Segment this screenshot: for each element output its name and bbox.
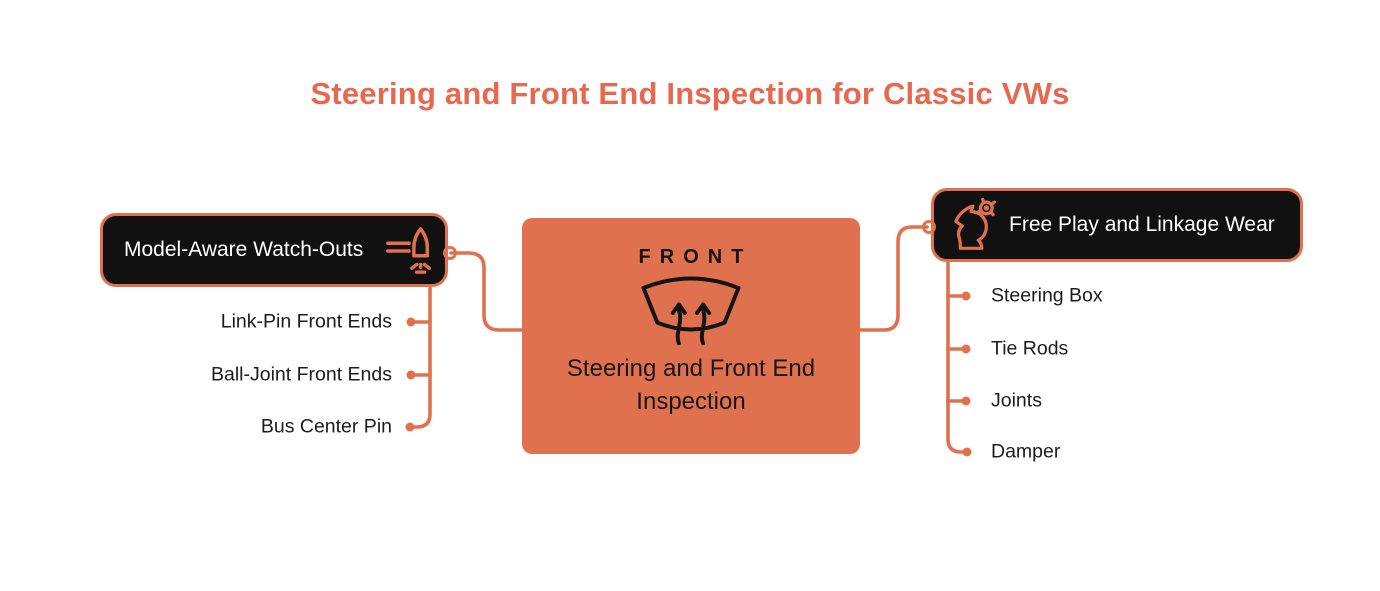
connector-center-to-right	[857, 225, 929, 332]
branch-label: Free Play and Linkage Wear	[1009, 213, 1275, 236]
branch-label: Model-Aware Watch-Outs	[124, 238, 364, 261]
leaf-tie-rods[interactable]: Tie Rods	[991, 337, 1069, 360]
page-title: Steering and Front End Inspection for Cl…	[310, 76, 1070, 111]
right-leaf-dot-4	[962, 447, 972, 457]
right-leaf-dot-3	[961, 396, 971, 406]
left-leaf-dot-1	[406, 317, 416, 327]
leaf-ball-joint-front-ends[interactable]: Ball-Joint Front Ends	[211, 363, 392, 386]
central-node-steering-front-end-inspection[interactable]: FRONT Steering and Front End Inspection	[522, 218, 860, 454]
central-label-line2: Inspection	[636, 387, 746, 415]
branch-node-free-play-and-linkage-wear[interactable]: Free Play and Linkage Wear	[931, 188, 1303, 262]
right-leaf-dot-2	[961, 344, 971, 354]
windshield-defrost-icon	[633, 269, 749, 345]
chess-knight-gear-icon	[946, 196, 998, 254]
branch-node-model-aware-watch-outs[interactable]: Model-Aware Watch-Outs	[100, 213, 448, 287]
left-leaf-dot-3	[405, 422, 415, 432]
rocket-icon	[383, 224, 437, 276]
central-node-label: Steering and Front End Inspection	[567, 353, 815, 418]
left-subtree-spine	[411, 286, 432, 429]
leaf-link-pin-front-ends[interactable]: Link-Pin Front Ends	[220, 310, 392, 333]
right-subtree-spine	[946, 261, 966, 454]
leaf-bus-center-pin[interactable]: Bus Center Pin	[260, 415, 392, 438]
left-leaf-dot-2	[406, 370, 416, 380]
central-label-line1: Steering and Front End	[566, 355, 816, 382]
right-leaf-dot-1	[961, 291, 971, 301]
front-eyebrow-label: FRONT	[638, 246, 753, 268]
leaf-damper[interactable]: Damper	[991, 440, 1061, 463]
connector-left-to-center	[449, 251, 525, 332]
leaf-joints[interactable]: Joints	[991, 389, 1042, 412]
leaf-steering-box[interactable]: Steering Box	[991, 284, 1103, 307]
